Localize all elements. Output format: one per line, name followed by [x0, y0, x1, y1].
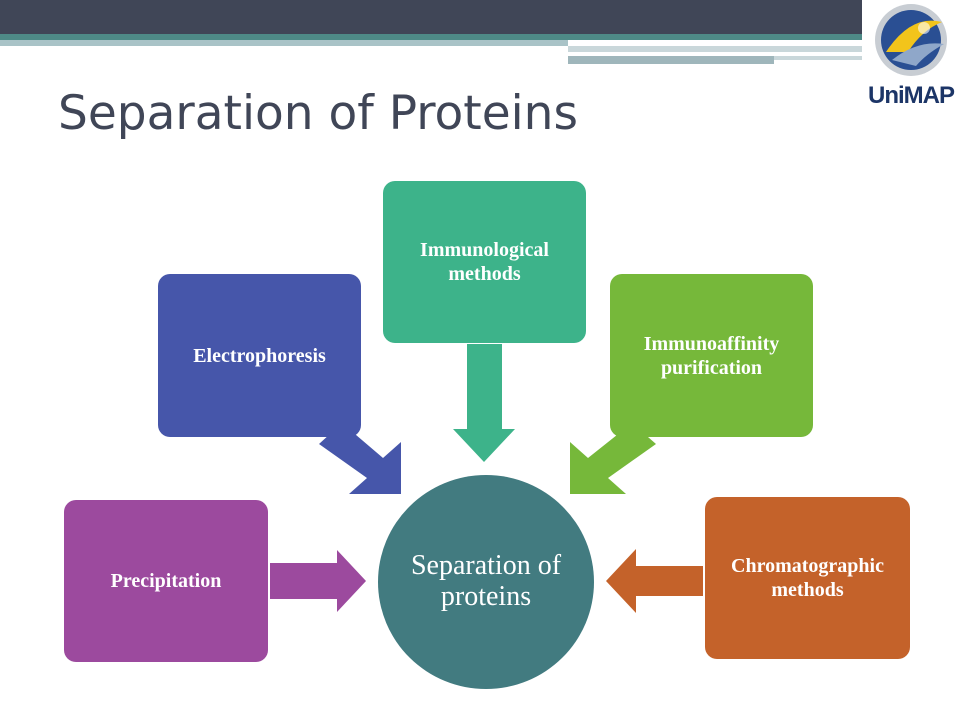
node-chromatographic-methods: Chromatographic methods [705, 497, 910, 659]
accent-stripe [0, 34, 862, 40]
node-immunological-methods: Immunological methods [383, 181, 586, 343]
center-label: Separation of proteins [410, 550, 562, 612]
arrow-precipitation [270, 550, 366, 612]
node-label: Immunoaffinity purification [643, 332, 780, 379]
center-node: Separation of proteins [378, 475, 594, 689]
top-bar [0, 0, 862, 34]
arrow-electrophoresis [319, 423, 401, 494]
logo-text: UniMAP [868, 82, 955, 109]
node-immunoaffinity-purification: Immunoaffinity purification [610, 274, 813, 437]
node-precipitation: Precipitation [64, 500, 268, 662]
node-label: Immunological methods [420, 239, 549, 285]
node-label: Precipitation [110, 570, 222, 592]
accent-stripe [568, 46, 862, 52]
node-electrophoresis: Electrophoresis [158, 274, 361, 437]
node-label: Electrophoresis [193, 344, 326, 367]
node-label: Chromatographic methods [731, 555, 884, 601]
accent-stripe [774, 56, 862, 60]
arrow-immunoaffinity [570, 423, 656, 494]
arrow-immunological [453, 344, 515, 462]
accent-stripe [568, 56, 774, 64]
arrow-chromatographic [606, 549, 703, 613]
unimap-logo-icon [875, 4, 947, 76]
slide-title: Separation of Proteins [58, 86, 578, 141]
accent-stripe [0, 40, 568, 46]
